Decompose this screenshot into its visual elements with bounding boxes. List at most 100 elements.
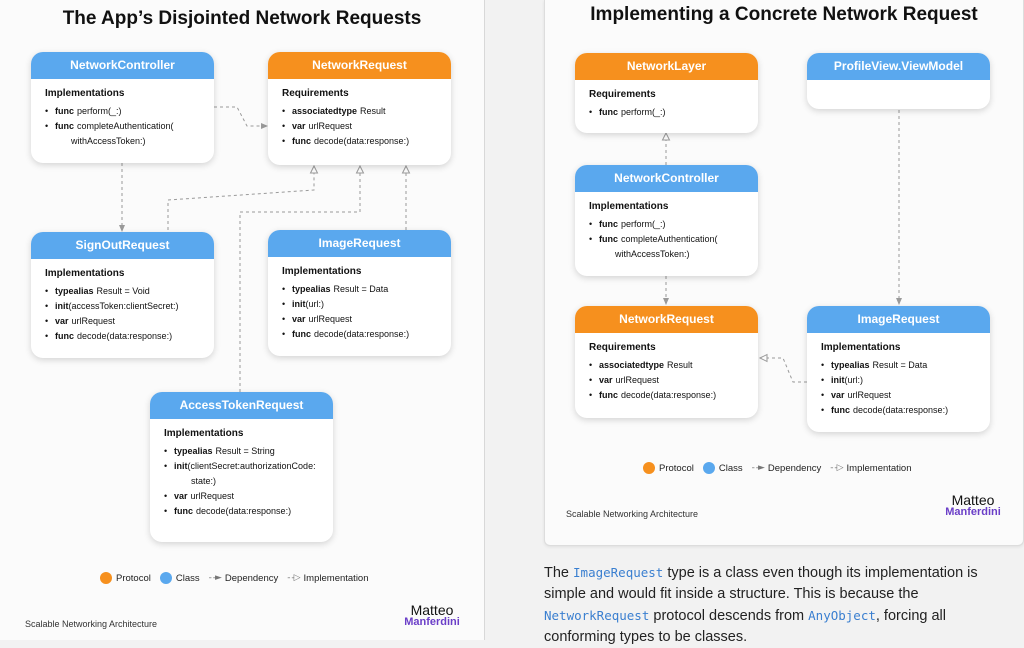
article-paragraph: The ImageRequest type is a class even th… bbox=[544, 565, 978, 645]
node-title: NetworkController bbox=[575, 165, 758, 192]
arrowhead-impl-request bbox=[758, 353, 768, 363]
right-diagram-title: Implementing a Concrete Network Request bbox=[590, 4, 978, 25]
arrowhead-dependency-image bbox=[896, 298, 902, 305]
arrowhead-impl-layer bbox=[661, 131, 671, 141]
right-brand-logo: Matteo Manferdini bbox=[945, 493, 1001, 518]
node-title: ImageRequest bbox=[268, 230, 451, 257]
member-row: •init(accessToken:clientSecret:) bbox=[45, 301, 179, 311]
section-label: Implementations bbox=[45, 268, 125, 279]
right-network-request-node: NetworkRequest Requirements •associatedt… bbox=[575, 306, 758, 418]
arrowheads-filled bbox=[663, 298, 902, 305]
section-label: Implementations bbox=[589, 201, 669, 212]
brand-line2: Manferdini bbox=[404, 616, 460, 628]
brand-line1: Matteo bbox=[410, 602, 454, 618]
member-row: •init(url:) bbox=[282, 299, 324, 309]
protocol-dot-icon bbox=[100, 572, 112, 584]
left-brand-logo: Matteo Manferdini bbox=[404, 603, 460, 628]
legend-class: Class bbox=[175, 572, 200, 584]
edge-controller-to-request bbox=[214, 106, 264, 127]
node-title: NetworkRequest bbox=[575, 306, 758, 333]
code-image-request: ImageRequest bbox=[573, 565, 664, 580]
arrowhead-impl-1 bbox=[309, 164, 319, 174]
member-row: •init(url:) bbox=[821, 375, 863, 385]
protocol-dot-icon bbox=[643, 462, 655, 474]
section-label: Requirements bbox=[589, 89, 656, 100]
class-dot-icon bbox=[702, 462, 715, 474]
edge-image-implements-request bbox=[766, 357, 807, 383]
arrowhead-dependency-request bbox=[261, 123, 268, 129]
left-diagram-panel: The App’s Disjointed Network Requests Ne… bbox=[0, 0, 485, 640]
legend-implementation: Implementation bbox=[846, 462, 912, 474]
arrowhead-impl-3 bbox=[401, 164, 411, 174]
left-footer-caption: Scalable Networking Architecture bbox=[25, 619, 158, 629]
left-legend: Protocol Class - -►Dependency - -▷Implem… bbox=[100, 572, 378, 584]
left-network-request-node: NetworkRequest Requirements •associatedt… bbox=[268, 52, 451, 165]
right-footer-caption: Scalable Networking Architecture bbox=[566, 509, 699, 519]
node-title: ImageRequest bbox=[807, 306, 990, 333]
code-network-request: NetworkRequest bbox=[544, 608, 650, 623]
edge-signout-implements-request bbox=[167, 172, 315, 230]
brand-line2: Manferdini bbox=[945, 506, 1001, 518]
member-continuation: withAccessToken:) bbox=[615, 249, 690, 259]
right-profile-view-model-node: ProfileView.ViewModel bbox=[807, 53, 990, 109]
node-title: SignOutRequest bbox=[31, 232, 214, 259]
arrowhead-dependency-signout bbox=[119, 225, 125, 232]
legend-protocol: Protocol bbox=[659, 462, 694, 474]
section-label: Implementations bbox=[45, 88, 125, 99]
member-row: •init(clientSecret:authorizationCode: bbox=[164, 461, 316, 471]
section-label: Requirements bbox=[282, 88, 349, 99]
node-title: NetworkLayer bbox=[575, 53, 758, 80]
section-label: Implementations bbox=[282, 266, 362, 277]
legend-protocol: Protocol bbox=[116, 572, 151, 584]
section-label: Requirements bbox=[589, 342, 656, 353]
left-access-token-request-node: AccessTokenRequest Implementations •type… bbox=[150, 392, 333, 542]
legend-implementation: Implementation bbox=[303, 572, 369, 584]
node-title: AccessTokenRequest bbox=[150, 392, 333, 419]
member-continuation: withAccessToken:) bbox=[71, 136, 146, 146]
right-diagram-panel: Implementing a Concrete Network Request … bbox=[544, 0, 1024, 546]
arrowhead-dependency-request bbox=[663, 298, 669, 305]
dependency-arrow-icon: - -► bbox=[751, 463, 765, 473]
node-title: NetworkController bbox=[31, 52, 214, 79]
brand-line1: Matteo bbox=[951, 492, 995, 508]
left-signout-request-node: SignOutRequest Implementations •typealia… bbox=[31, 232, 214, 358]
dependency-arrow-icon: - -► bbox=[208, 573, 222, 583]
section-label: Implementations bbox=[164, 428, 244, 439]
left-diagram-title: The App’s Disjointed Network Requests bbox=[62, 8, 422, 29]
node-title: NetworkRequest bbox=[268, 52, 451, 79]
right-legend: Protocol Class - -►Dependency - -▷Implem… bbox=[643, 462, 921, 474]
implementation-arrow-icon: - -▷ bbox=[830, 463, 843, 473]
member-continuation: state:) bbox=[191, 476, 217, 486]
class-dot-icon bbox=[159, 572, 172, 584]
legend-dependency: Dependency bbox=[767, 462, 822, 474]
legend-dependency: Dependency bbox=[224, 572, 279, 584]
node-title: ProfileView.ViewModel bbox=[807, 53, 990, 80]
